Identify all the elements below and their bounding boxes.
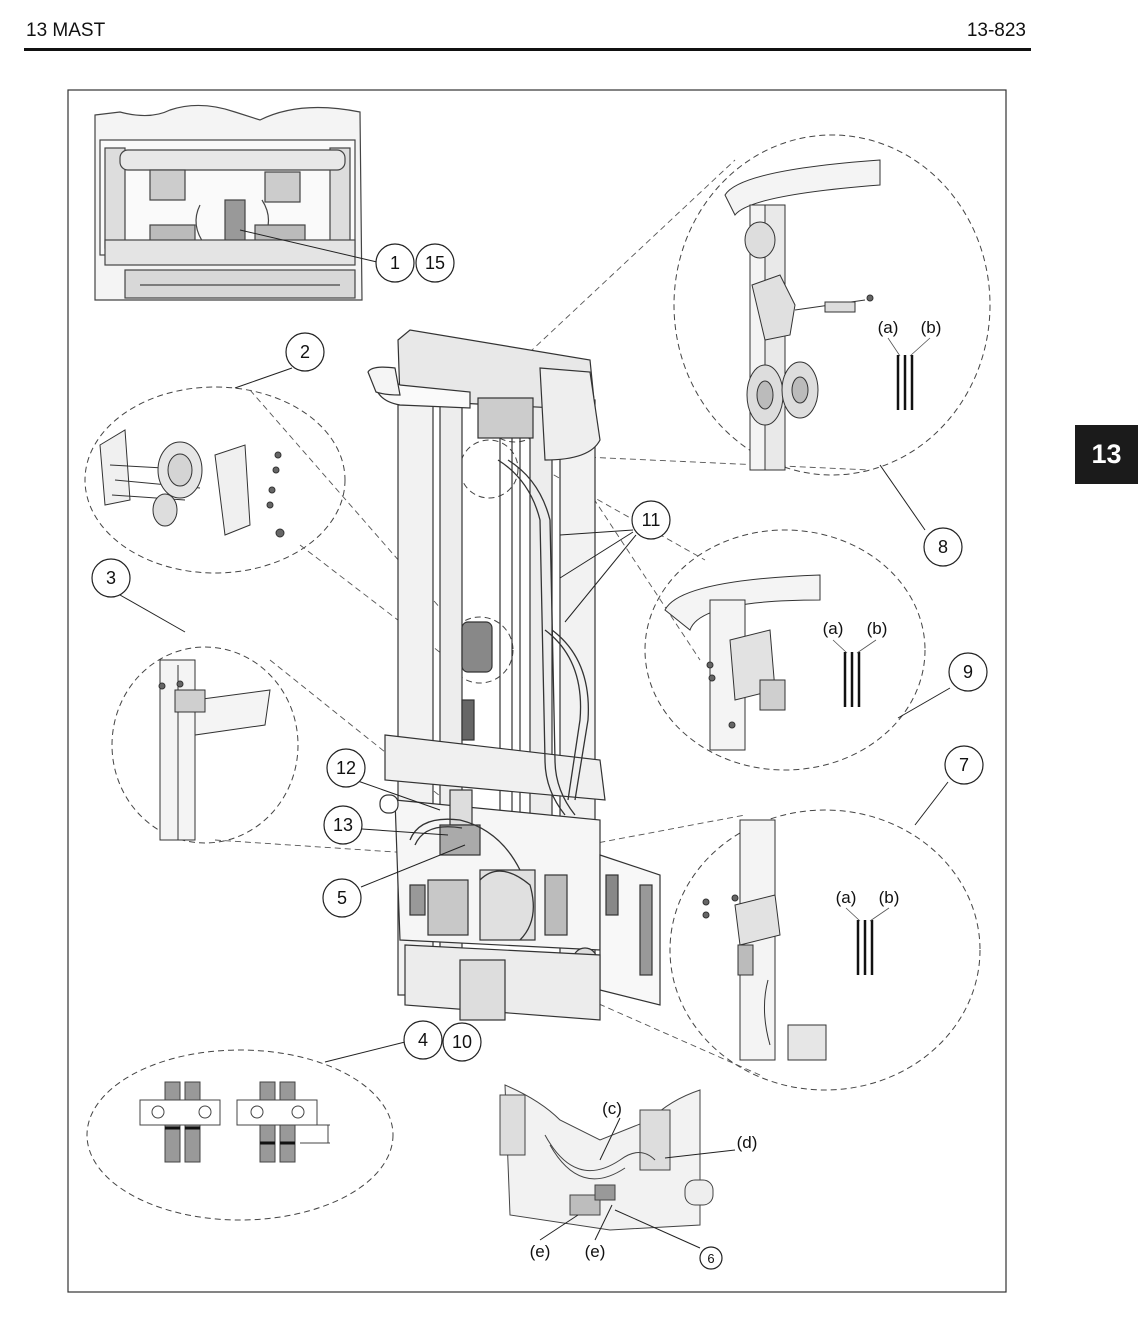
label-c: (c) [602,1099,622,1118]
callout-5[interactable]: 5 [337,888,347,908]
carriage-top-view [94,104,363,301]
detail-8-sheave [724,159,881,471]
callout-6[interactable]: 6 [707,1251,714,1266]
detail-2-sheave [99,429,285,538]
mast-hoses [409,459,590,941]
mast-assembly [367,329,661,1021]
callout-9[interactable]: 9 [963,662,973,682]
callout-10[interactable]: 10 [452,1032,472,1052]
callout-12[interactable]: 12 [336,758,356,778]
detail-bubble-3 [111,646,299,844]
callout-circles [91,243,988,1270]
label-d: (d) [737,1133,758,1152]
figure-frame [67,89,1007,1293]
callout-4[interactable]: 4 [418,1030,428,1050]
detail-3-bracket [158,659,271,841]
detail-9-ropes [843,652,861,707]
detail-9-bracket [664,574,821,751]
detail-bubble-7 [669,809,981,1091]
detail-4-gauge [139,1081,330,1163]
detail-7-ropes [856,920,874,975]
callout-3[interactable]: 3 [106,568,116,588]
callout-2[interactable]: 2 [300,342,310,362]
label-b-detail-7: (b) [879,888,900,907]
detail-bubble-2 [84,386,346,574]
callout-7[interactable]: 7 [959,755,969,775]
callout-1[interactable]: 1 [390,253,400,273]
label-b-detail-8: (b) [921,318,942,337]
leader-lines [119,229,951,1249]
callout-13[interactable]: 13 [333,815,353,835]
detail-8-ropes [896,355,914,410]
detail-bubble-8 [673,134,991,476]
callout-15[interactable]: 15 [425,253,445,273]
detail-hose-fittings [499,1084,714,1231]
callout-11[interactable]: 11 [642,510,661,530]
callout-8[interactable]: 8 [938,537,948,557]
detail-7-bracket [702,819,827,1061]
section-title: 13 MAST [26,20,106,41]
label-e-left: (e) [530,1242,551,1261]
label-b-detail-9: (b) [867,619,888,638]
page-number: 13-823 [966,20,1026,41]
label-a-detail-8: (a) [878,318,899,337]
detail-bubble-4 [86,1049,394,1221]
label-a-detail-9: (a) [823,619,844,638]
header-rule [24,48,1031,51]
label-e-right: (e) [585,1242,606,1261]
chapter-tab[interactable]: 13 [1075,425,1138,484]
detail-bubble-9 [644,529,926,771]
label-a-detail-7: (a) [836,888,857,907]
